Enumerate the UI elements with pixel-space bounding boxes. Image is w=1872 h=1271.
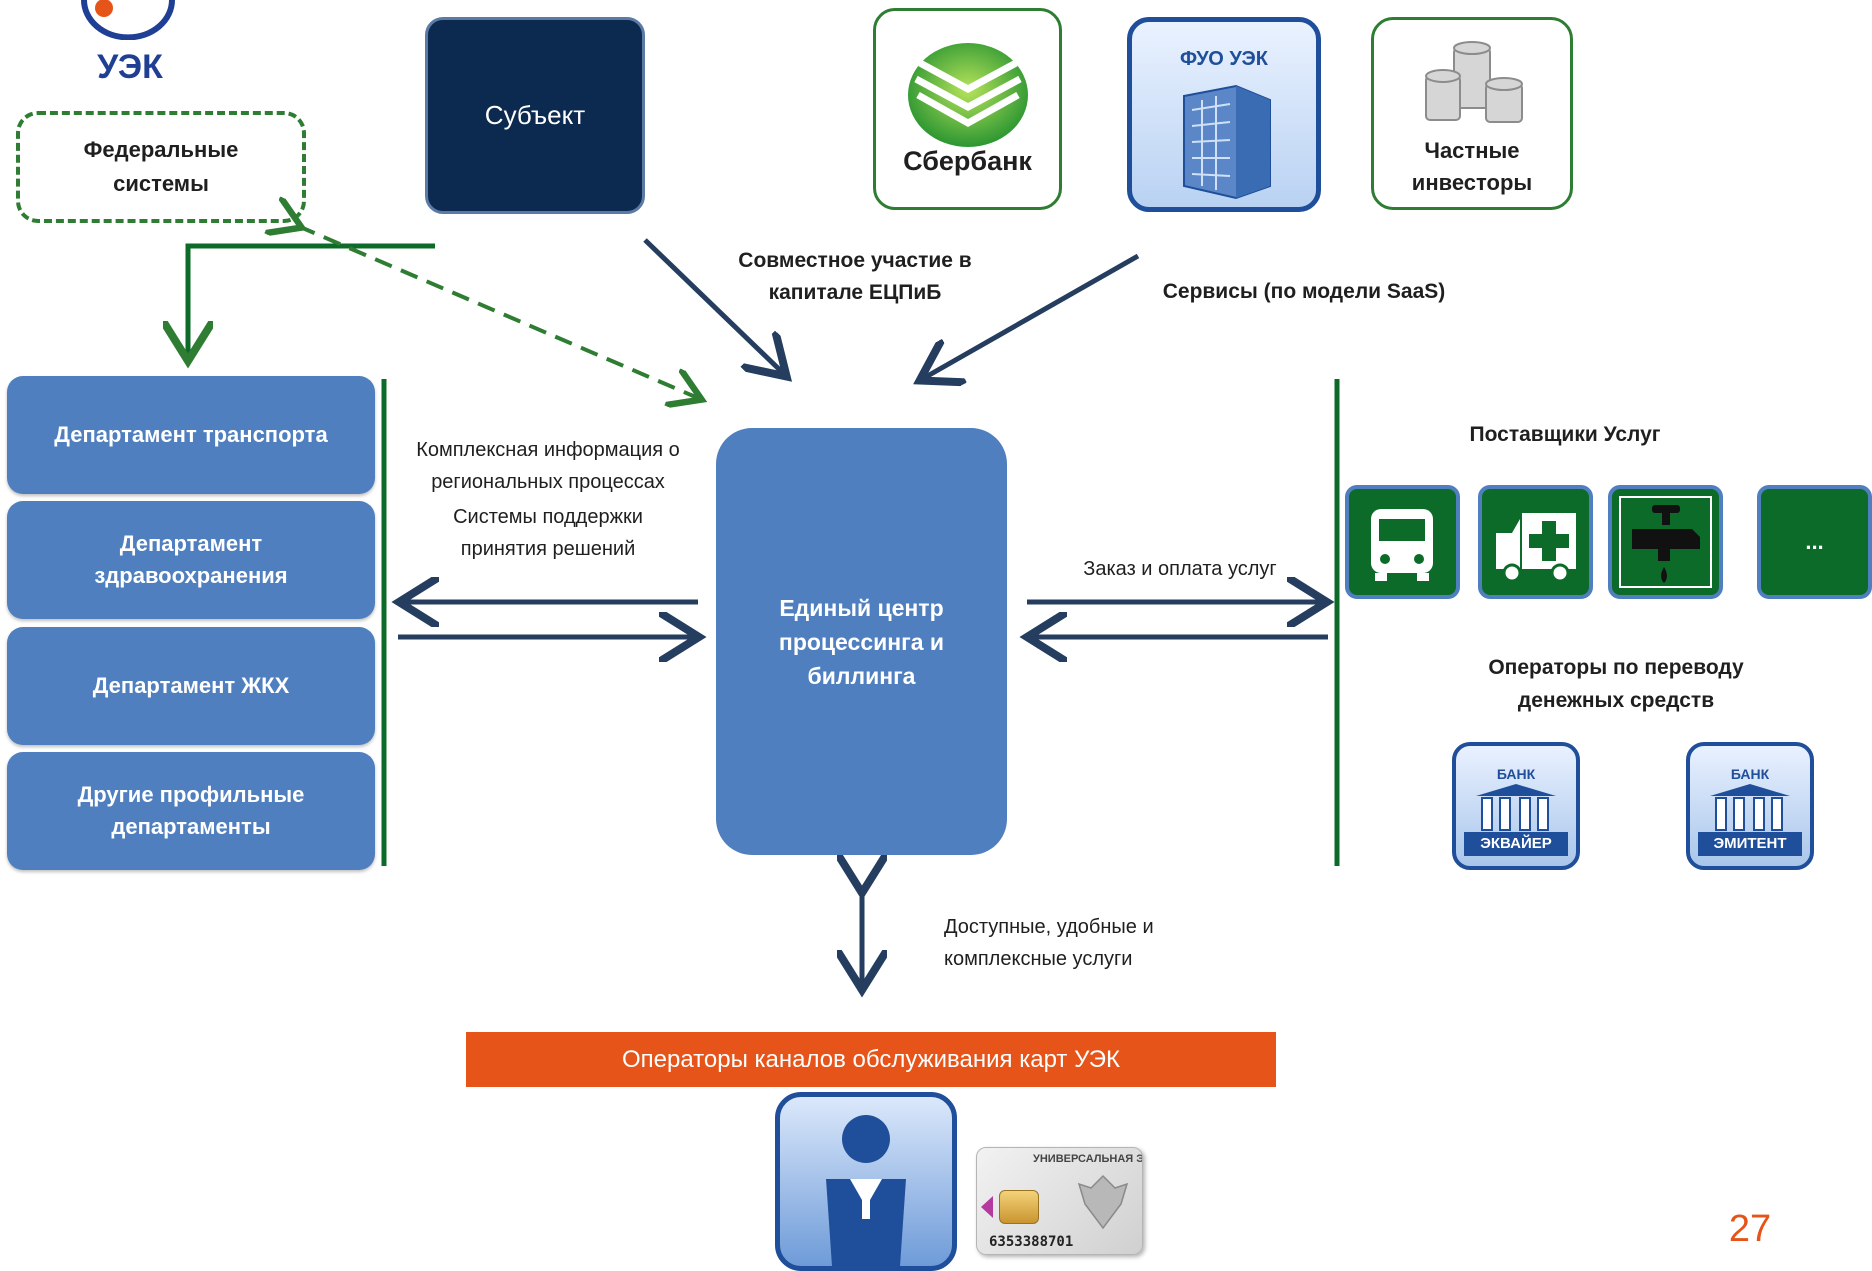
saas-arrow (924, 253, 1140, 378)
subject-box: Субъект (425, 17, 645, 214)
provider-tile-utilities (1608, 485, 1723, 599)
provider-tile-transport (1345, 485, 1460, 599)
person-tile (775, 1092, 957, 1271)
issuer-bank-tile: БАНК ЭМИТЕНТ (1686, 742, 1814, 870)
info-label: Комплексная информация о региональных пр… (416, 439, 680, 493)
water-tap-icon (1619, 496, 1712, 588)
subject-label: Субъект (484, 100, 586, 130)
private-investors-tile: Частные инвесторы (1371, 17, 1573, 210)
more-providers-label: ... (1805, 529, 1824, 554)
sberbank-tile: Сбербанк (873, 8, 1062, 210)
sberbank-logo-icon (908, 43, 1028, 147)
acquirer-bank-tile: БАНК ЭКВАЙЕР (1452, 742, 1580, 870)
sberbank-label: Сбербанк (903, 146, 1032, 176)
department-transport: Департамент транспорта (7, 376, 375, 494)
coat-of-arms-icon (1077, 1174, 1129, 1230)
department-housing: Департамент ЖКХ (7, 627, 375, 745)
provider-tile-more: ... (1757, 485, 1872, 599)
services-label: Доступные, удобные и комплексные услуги (944, 916, 1154, 970)
logo-text: УЭК (97, 48, 163, 86)
card-chip-icon (999, 1190, 1039, 1224)
subject-to-departments-arrow (188, 243, 435, 356)
saas-label: Сервисы (по модели SaaS) (1162, 280, 1446, 303)
federal-to-center-dashed-arrow (298, 226, 698, 398)
capital-arrow (643, 238, 783, 373)
person-icon (826, 1115, 906, 1266)
acquirer-label: ЭКВАЙЕР (1464, 832, 1568, 856)
private-investors-label: Частные инвесторы (1411, 138, 1533, 195)
processing-center-box: Единый центр процессинга и биллинга (716, 428, 1007, 855)
department-other: Другие профильные департаменты (7, 752, 375, 870)
card-channels-bar: Операторы каналов обслуживания карт УЭК (466, 1032, 1276, 1087)
uek-logo-icon (81, 0, 175, 40)
bank-building-icon (1710, 784, 1790, 831)
coin-stack-icon (1425, 41, 1523, 123)
page-number: 27 (1728, 1208, 1772, 1250)
uek-card: УНИВЕРСАЛЬНАЯ ЭЛЕКТ 6353388701 (976, 1147, 1143, 1255)
ambulance-icon (1496, 513, 1576, 583)
provider-tile-health (1478, 485, 1593, 599)
fuo-uek-tile: ФУО УЭК (1127, 17, 1321, 212)
issuer-label: ЭМИТЕНТ (1698, 832, 1802, 856)
fuo-uek-label: ФУО УЭК (1180, 48, 1268, 70)
providers-heading: Поставщики Услуг (1469, 423, 1661, 446)
operators-heading: Операторы по переводу денежных средств (1488, 656, 1744, 712)
capital-label: Совместное участие в капитале ЕЦПиБ (738, 249, 972, 304)
office-building-icon (1183, 84, 1271, 200)
card-arrow-icon (981, 1196, 993, 1218)
card-channels-label: Операторы каналов обслуживания карт УЭК (621, 1045, 1121, 1073)
department-health: Департамент здравоохранения (7, 501, 375, 619)
bank-building-icon (1476, 784, 1556, 831)
bank-label: БАНК (1496, 766, 1536, 782)
order-label: Заказ и оплата услуг (1083, 558, 1277, 580)
decision-support-label: Системы поддержки принятия решений (453, 506, 643, 560)
federal-systems-box: Федеральные системы (16, 111, 306, 223)
bank-label: БАНК (1730, 766, 1770, 782)
bus-icon (1371, 509, 1433, 581)
card-number: 6353388701 (989, 1234, 1074, 1250)
card-title: УНИВЕРСАЛЬНАЯ ЭЛЕКТ (1033, 1153, 1143, 1165)
